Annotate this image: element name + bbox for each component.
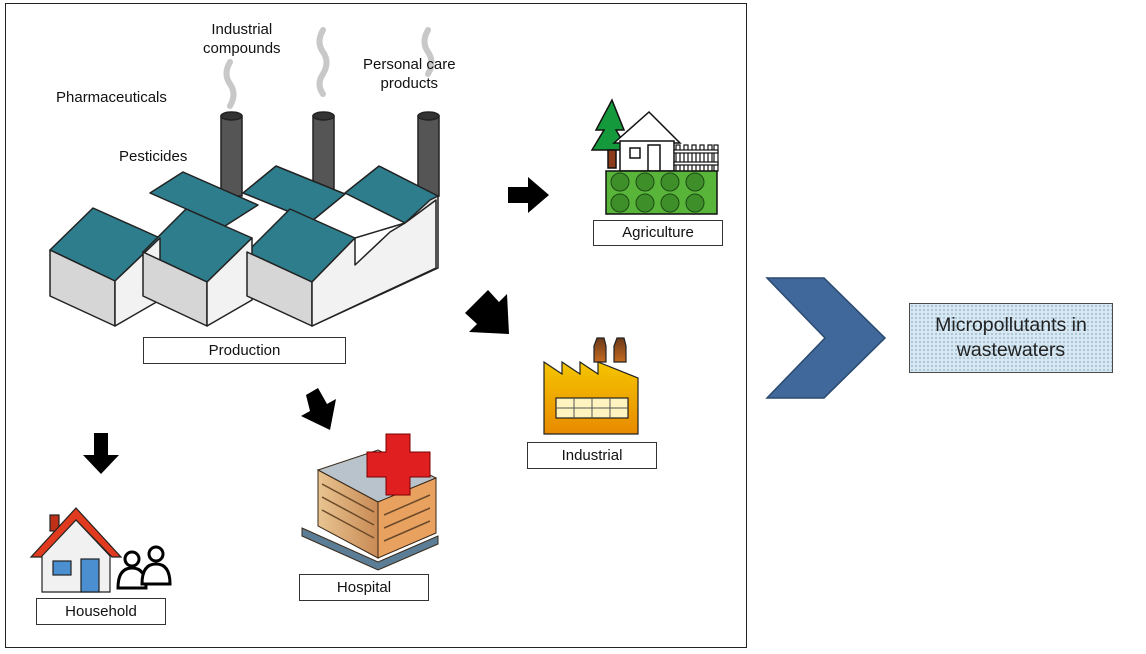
industrial-icon [543,337,639,435]
label-industrial-compounds: Industrial compounds [203,21,281,57]
production-box: Production [143,337,346,364]
flow-chevron-icon [765,277,887,399]
arrow-to-agriculture [508,177,549,213]
arrow-to-industrial [465,290,509,334]
industrial-box: Industrial [527,442,657,469]
household-icon [29,507,123,593]
label-personal-care: Personal care products [363,56,456,92]
agriculture-box: Agriculture [593,220,723,246]
arrow-to-household [83,433,119,474]
micropollutants-label: Micropollutants in wastewaters [935,314,1087,361]
people-icon [116,545,172,590]
agriculture-icon [590,98,719,215]
sources-frame [5,3,747,648]
label-pesticides: Pesticides [119,148,188,165]
household-box: Household [36,598,166,625]
micropollutants-box: Micropollutants in wastewaters [909,303,1113,373]
chimney-icon [220,111,440,197]
production-factory-icon [49,165,439,327]
smoke-icon [223,27,435,109]
label-pharmaceuticals: Pharmaceuticals [56,89,167,106]
hospital-icon [301,449,439,571]
medical-cross-icon [366,433,431,496]
hospital-box: Hospital [299,574,429,601]
arrow-to-hospital [301,388,336,430]
